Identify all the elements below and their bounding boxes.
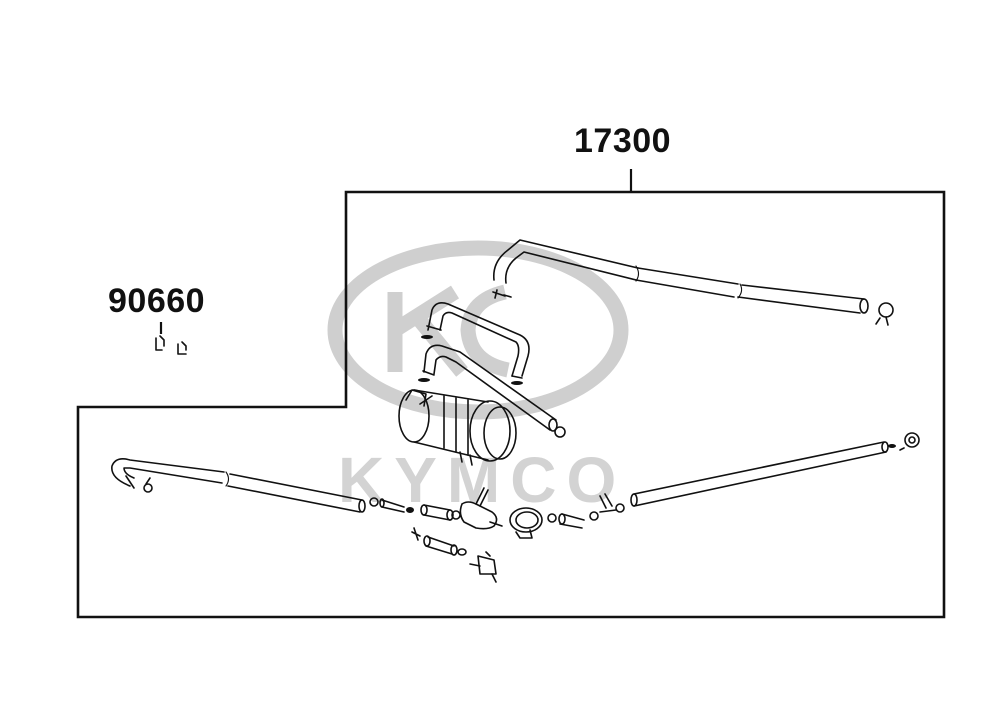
lower-short-hose	[423, 535, 458, 556]
connector-mid	[558, 513, 585, 529]
small-clip-lower-a	[411, 527, 421, 541]
small-clip-lower-b	[457, 548, 467, 556]
small-clip-left-a	[369, 497, 379, 507]
short-hose-center	[420, 504, 454, 521]
charcoal-canister	[398, 389, 517, 466]
svg-text:KYMCO: KYMCO	[338, 444, 626, 516]
check-valve	[459, 487, 503, 530]
canister-outlet-hose	[422, 344, 558, 432]
tee-fitting	[599, 493, 617, 513]
small-clip-right-a	[615, 503, 625, 513]
pipe-clamp	[509, 507, 543, 539]
assembly-boundary	[76, 190, 946, 619]
upper-long-hose	[492, 239, 869, 314]
kymco-watermark-logo: KYMCO	[327, 240, 629, 516]
connector-left	[379, 498, 405, 513]
assembly-part-number: 17300	[574, 122, 672, 160]
hose-clip-part-90660	[155, 335, 187, 355]
hose-clip-upper-left	[492, 289, 512, 299]
hose-end-fitting	[899, 432, 920, 451]
hose-clip-canister-hose	[554, 426, 566, 438]
hose-clip-left	[143, 477, 153, 493]
small-clip-mid-b	[589, 511, 599, 521]
solenoid-valve	[469, 551, 497, 583]
small-clip-right-b	[888, 444, 896, 448]
clip-part-number: 90660	[108, 282, 206, 320]
small-clip-left-b	[406, 507, 414, 513]
right-long-hose	[633, 441, 889, 507]
small-clips-near-u-hose	[418, 335, 523, 385]
hose-clamp-right	[875, 302, 894, 326]
left-long-hose	[111, 458, 366, 513]
connector-right	[630, 493, 638, 507]
u-shaped-hose	[426, 302, 530, 379]
small-clip-mid	[547, 513, 557, 523]
